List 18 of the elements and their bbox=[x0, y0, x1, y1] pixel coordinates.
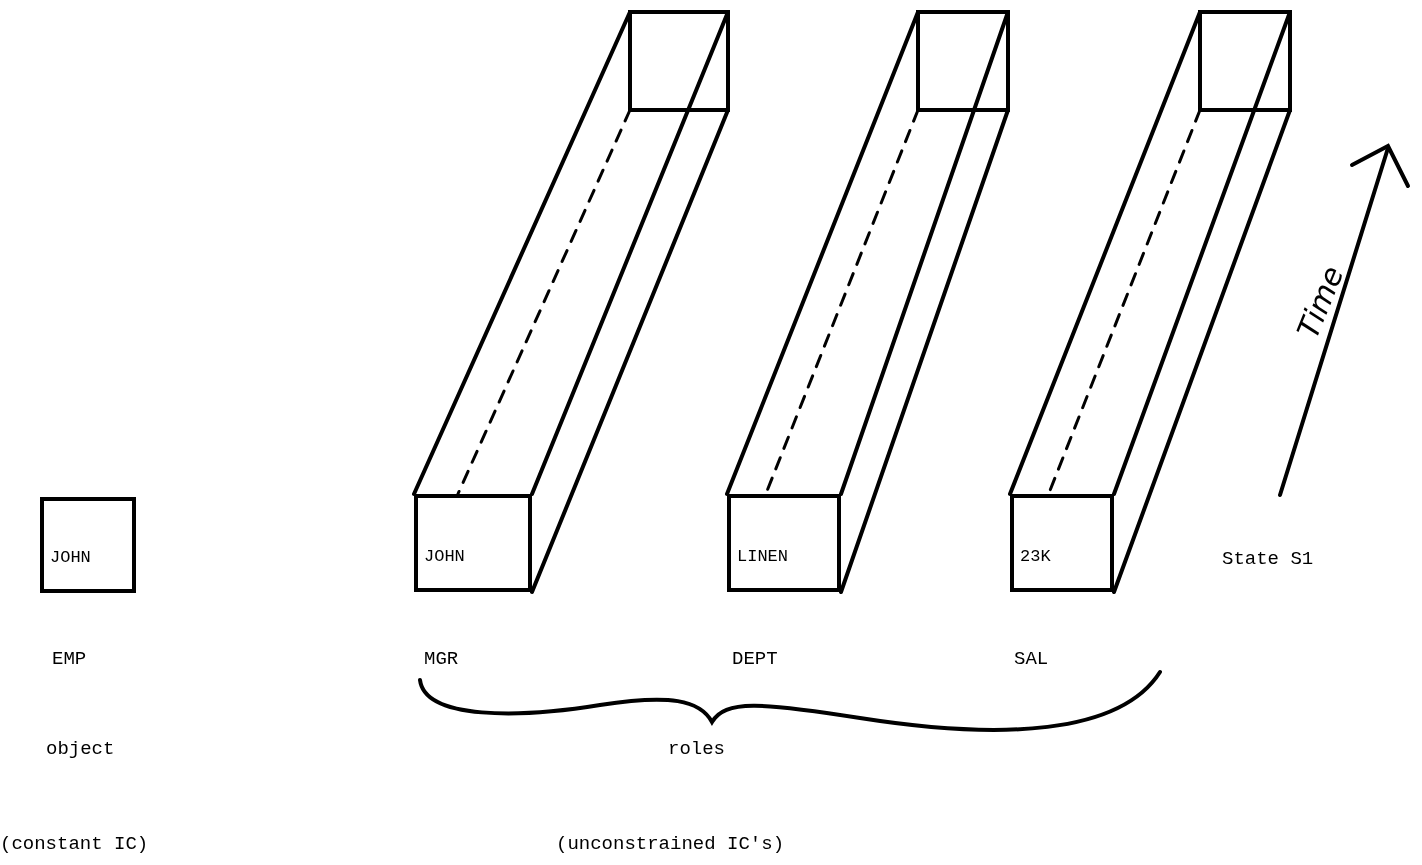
category-label: roles bbox=[668, 740, 725, 759]
value-text: LINEN bbox=[737, 547, 788, 566]
value-text: 23K bbox=[1020, 547, 1051, 566]
prism-front-face bbox=[727, 494, 841, 592]
category-label: object bbox=[46, 740, 115, 759]
constraint-note: (constant IC) bbox=[0, 835, 149, 854]
role-name: DEPT bbox=[732, 650, 778, 669]
role-name: SAL bbox=[1014, 650, 1049, 669]
value-text: JOHN bbox=[50, 548, 91, 567]
axis-label: Time bbox=[1290, 261, 1351, 344]
value-box bbox=[40, 497, 136, 593]
object-name: EMP bbox=[52, 650, 87, 669]
state-label: State S1 bbox=[1222, 550, 1314, 569]
role-name: MGR bbox=[424, 650, 459, 669]
prism-front-face bbox=[414, 494, 532, 592]
value-text: JOHN bbox=[424, 547, 465, 566]
prism-front-face bbox=[1010, 494, 1114, 592]
constraint-note: (unconstrained IC's) bbox=[556, 835, 785, 854]
